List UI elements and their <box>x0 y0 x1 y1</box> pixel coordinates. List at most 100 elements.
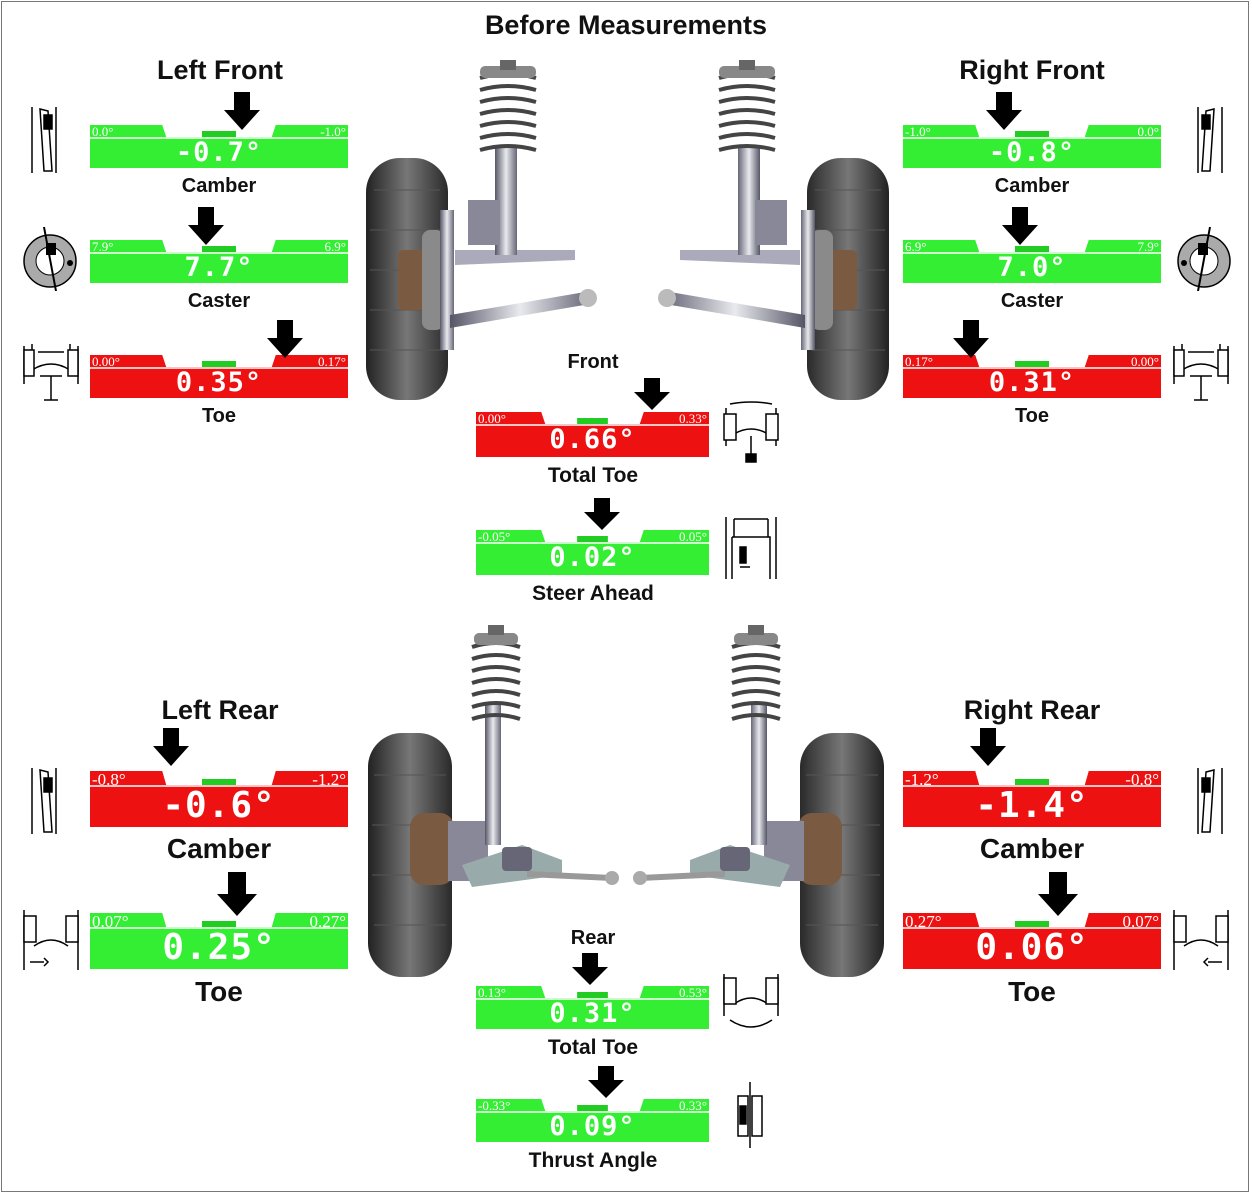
gauge-spec-band <box>1014 131 1050 137</box>
left-front-camber-indicator-arrow <box>222 92 262 137</box>
front-center-label: Front <box>567 351 619 373</box>
left-front-caster-label: Caster <box>187 290 251 312</box>
right-front-heading: Right Front <box>959 55 1105 85</box>
total-toe-icon <box>723 974 779 1028</box>
camber-diagram-icon <box>31 768 57 834</box>
front-total-toe-indicator-arrow <box>632 378 672 415</box>
caster-wheel-icon <box>1177 226 1231 291</box>
gauge-value: -0.6° <box>162 785 276 826</box>
rear-left-suspension-image <box>368 625 619 977</box>
gauge-spec-band <box>201 361 237 367</box>
gauge-value: -0.8° <box>988 137 1076 168</box>
right-front-toe-label: Toe <box>1014 405 1050 427</box>
gauge-body <box>476 986 709 1029</box>
left-front-camber-label: Camber <box>181 175 257 197</box>
toe-diagram-icon <box>23 910 79 970</box>
gauge-min-label: -0.33° <box>478 1099 511 1113</box>
gauge-body <box>903 125 1161 168</box>
gauge-max-label: 7.9° <box>1137 240 1159 254</box>
rear-center-label: Rear <box>570 927 616 949</box>
gauge-body <box>476 1099 709 1142</box>
right-front-toe-gauge: 0.17°0.00°0.31° <box>903 355 1161 398</box>
gauge-spec-band <box>577 1105 608 1111</box>
front-total-toe-gauge: 0.00°0.33°0.66° <box>476 412 709 457</box>
gauge-max-label: 0.07° <box>1122 913 1159 931</box>
thrust-angle-label: Thrust Angle <box>528 1149 658 1172</box>
camber-diagram-icon <box>31 107 57 173</box>
right-front-caster-label: Caster <box>1000 290 1064 312</box>
left-front-toe-gauge: 0.00°0.17°0.35° <box>90 355 348 398</box>
left-rear-camber-gauge[interactable]: -0.8° -1.2° -0.6° <box>90 771 348 827</box>
gauge-min-label: 0.17° <box>905 355 933 369</box>
rear-total-toe-gauge: 0.13°0.53°0.31° <box>476 986 709 1029</box>
right-rear-toe-indicator-arrow <box>1036 872 1080 923</box>
gauge-value: 0.31° <box>549 998 636 1029</box>
gauge-body <box>90 125 348 168</box>
gauge-spec-band <box>201 921 237 927</box>
gauge-max-label: 0.17° <box>318 355 346 369</box>
gauge-body <box>90 771 348 827</box>
gauge-min-label: -0.05° <box>478 530 511 544</box>
gauge-spec-band <box>577 992 608 998</box>
steer-ahead-label: Steer Ahead <box>532 582 654 605</box>
left-rear-toe-label: Toe <box>195 976 243 1007</box>
steer-ahead-indicator-arrow <box>582 498 622 535</box>
rear-right-suspension-image <box>633 625 884 977</box>
right-rear-camber-gauge: -1.2°-0.8°-1.4° <box>903 771 1161 827</box>
gauge-min-label: 0.00° <box>478 412 506 426</box>
gauge-value: 0.06° <box>975 927 1089 968</box>
camber-diagram-icon <box>1197 768 1223 834</box>
gauge-min-label: 0.13° <box>478 986 506 1000</box>
right-front-camber-indicator-arrow <box>984 92 1024 137</box>
front-total-toe-label: Total Toe <box>547 464 639 487</box>
gauge-body <box>903 355 1161 398</box>
right-front-caster-gauge: 6.9°7.9°7.0° <box>903 240 1161 283</box>
thrust-angle-gauge: -0.33°0.33°0.09° <box>476 1099 709 1142</box>
gauge-body <box>476 530 709 575</box>
gauge-body <box>90 240 348 283</box>
gauge-min-label: 0.07° <box>92 913 129 931</box>
right-front-camber-gauge: -1.0°0.0°-0.8° <box>903 125 1161 168</box>
caster-wheel-icon <box>23 226 77 291</box>
gauge-min-label: -1.0° <box>905 125 931 139</box>
left-front-caster-gauge: 7.9°6.9°7.7° <box>90 240 348 283</box>
right-rear-toe-label: Toe <box>1008 976 1056 1007</box>
camber-diagram-icon <box>1197 107 1223 173</box>
left-rear-toe-gauge: 0.07°0.27°0.25° <box>90 913 348 969</box>
gauge-value: 7.7° <box>184 252 254 283</box>
gauge-body <box>476 412 709 457</box>
left-rear-heading: Left Rear <box>161 695 279 725</box>
right-rear-camber-label: Camber <box>979 833 1085 864</box>
gauge-spec-band <box>201 779 237 785</box>
right-rear-toe-gauge: 0.27°0.07°0.06° <box>903 913 1161 969</box>
steer-ahead-icon <box>725 517 777 579</box>
front-left-suspension-image <box>366 60 597 400</box>
gauge-value: 0.66° <box>549 424 636 455</box>
toe-diagram-icon <box>1173 344 1229 401</box>
rear-total-toe-label: Total Toe <box>547 1036 639 1059</box>
page-title: Before Measurements <box>484 10 768 40</box>
gauge-body <box>903 771 1161 827</box>
gauge-value: 0.25° <box>162 927 276 968</box>
left-front-toe-label: Toe <box>201 405 237 427</box>
gauge-min-label: 7.9° <box>92 240 114 254</box>
gauge-spec-band <box>201 246 237 252</box>
gauge-max-label: -0.8° <box>1125 771 1159 789</box>
right-front-caster-indicator-arrow <box>1000 207 1040 252</box>
left-front-camber-gauge: 0.0°-1.0°-0.7° <box>90 125 348 168</box>
gauge-spec-band <box>577 418 608 424</box>
gauge-value: 0.02° <box>549 542 636 573</box>
gauge-max-label: -1.2° <box>312 771 346 789</box>
total-toe-icon <box>723 401 779 463</box>
gauge-body <box>90 913 348 969</box>
gauge-value: 7.0° <box>997 252 1067 283</box>
gauge-spec-band <box>1014 779 1050 785</box>
thrust-angle-icon <box>737 1082 763 1148</box>
front-right-suspension-image <box>658 60 889 400</box>
gauge-spec-band <box>201 131 237 137</box>
thrust-angle-indicator-arrow <box>586 1066 626 1103</box>
gauge-min-label: -0.8° <box>92 771 126 789</box>
gauge-value: -1.4° <box>975 785 1089 826</box>
right-rear-heading: Right Rear <box>963 695 1101 725</box>
